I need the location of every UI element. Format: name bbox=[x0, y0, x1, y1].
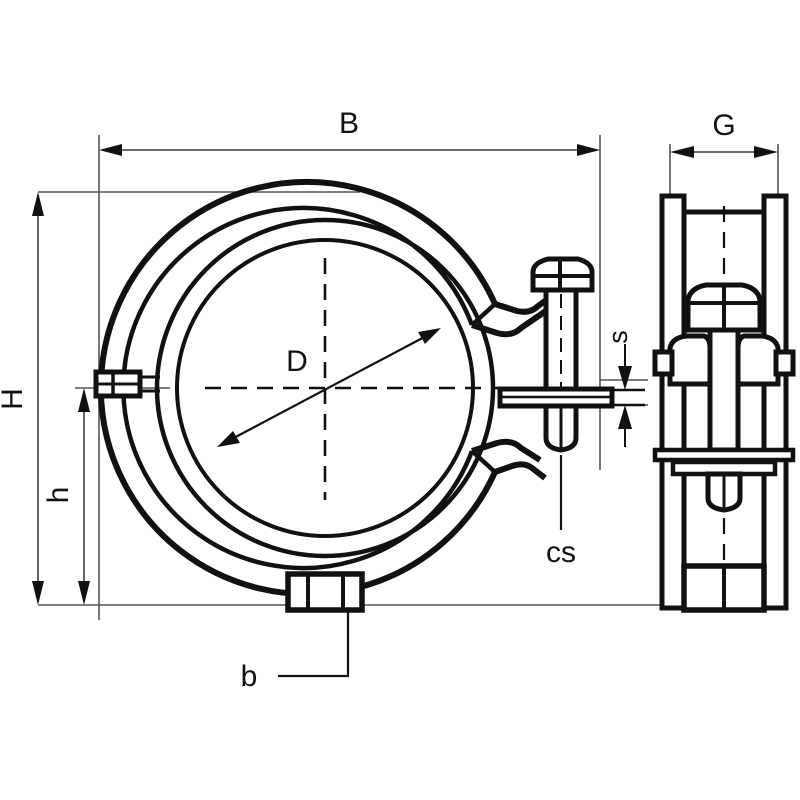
dim-label-b: G bbox=[712, 109, 735, 142]
dim-label-s: s bbox=[603, 330, 633, 344]
clamp-ears bbox=[471, 287, 562, 481]
dimension-h: h bbox=[42, 388, 90, 605]
dimension-H: H bbox=[0, 192, 44, 605]
arrow-b-right bbox=[754, 146, 778, 158]
arrow-H-bottom bbox=[32, 581, 44, 605]
side-screw-shank bbox=[707, 327, 741, 453]
hinge-tab bbox=[93, 369, 160, 399]
side-ear-tabs bbox=[652, 333, 796, 387]
dim-label-G: b bbox=[241, 660, 258, 693]
leader-cs: cs bbox=[546, 455, 576, 569]
arrow-h-bottom bbox=[78, 581, 90, 605]
front-view: B H h bbox=[0, 107, 690, 693]
arrow-D-upper bbox=[418, 328, 441, 344]
side-wall-right bbox=[761, 193, 789, 611]
band-end-top-face bbox=[470, 302, 497, 327]
side-hex-nut bbox=[681, 563, 767, 613]
dim-line-D bbox=[227, 333, 431, 442]
side-view: G bbox=[652, 109, 796, 613]
arrow-b-left bbox=[670, 146, 694, 158]
arrow-B-left bbox=[99, 144, 122, 156]
side-ear-left-lug bbox=[652, 349, 675, 377]
threaded-boss bbox=[285, 571, 365, 613]
dimension-B: B bbox=[99, 107, 600, 156]
ear-lower-bottom-outline bbox=[494, 461, 547, 481]
dimension-D: D bbox=[217, 328, 441, 447]
arrow-D-lower bbox=[217, 431, 240, 447]
ear-upper-top-outline bbox=[494, 287, 562, 315]
ear-upper-outline bbox=[471, 301, 558, 338]
arrow-B-right bbox=[577, 144, 600, 156]
side-thread-end bbox=[705, 471, 743, 513]
dim-label-cs: cs bbox=[546, 536, 576, 569]
side-wall-left bbox=[659, 193, 687, 611]
band-end-bottom-face bbox=[470, 449, 497, 474]
arrow-H-top bbox=[32, 192, 44, 216]
side-ear-left bbox=[667, 333, 713, 387]
ear-lower-outline bbox=[471, 438, 542, 463]
side-flange-plate bbox=[652, 447, 796, 477]
boss-body bbox=[285, 571, 365, 613]
centre-lines bbox=[205, 258, 530, 500]
leader-line-G bbox=[278, 612, 350, 678]
dim-label-H: H bbox=[0, 388, 29, 410]
side-ear-right-lug bbox=[773, 349, 796, 377]
side-ear-right bbox=[735, 333, 781, 387]
side-flange-upper bbox=[652, 447, 796, 463]
arrow-s-bottom bbox=[618, 405, 632, 429]
dim-label-D: D bbox=[286, 345, 308, 378]
arrow-h-top bbox=[78, 388, 90, 412]
combination-screw bbox=[497, 256, 615, 453]
side-screw-head bbox=[685, 282, 763, 333]
dimension-s: s bbox=[603, 330, 645, 447]
leader-G: b bbox=[241, 612, 350, 693]
dim-label-B: B bbox=[339, 107, 359, 140]
dim-label-h: h bbox=[42, 487, 75, 504]
arrow-s-top bbox=[618, 366, 632, 390]
dimension-b: G bbox=[669, 109, 779, 196]
